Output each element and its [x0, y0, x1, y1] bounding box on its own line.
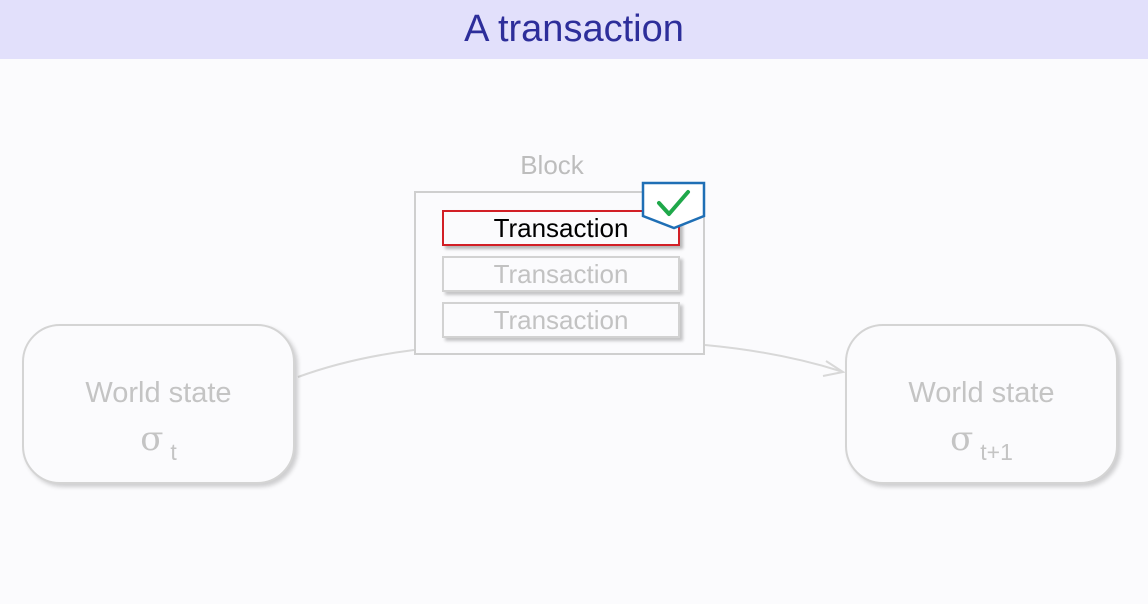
- title-bar: A transaction: [0, 0, 1148, 59]
- block-label: Block: [520, 150, 584, 180]
- transaction-item: Transaction: [442, 302, 680, 338]
- world-state-label: World state: [908, 377, 1055, 409]
- state-subscript: t: [170, 439, 177, 465]
- arrow-block-to-right: [704, 344, 841, 372]
- arrow-left-to-block: [297, 349, 415, 378]
- transaction-active: Transaction: [442, 210, 680, 246]
- sigma-symbol: σ: [950, 419, 974, 459]
- world-state-label: World state: [85, 377, 232, 409]
- sigma-symbol: σ: [140, 419, 164, 459]
- transaction-item: Transaction: [442, 256, 680, 292]
- state-subscript: t+1: [980, 439, 1013, 465]
- checkmark-icon: [641, 181, 706, 230]
- arrow-head: [822, 360, 846, 377]
- slide-title: A transaction: [464, 7, 684, 50]
